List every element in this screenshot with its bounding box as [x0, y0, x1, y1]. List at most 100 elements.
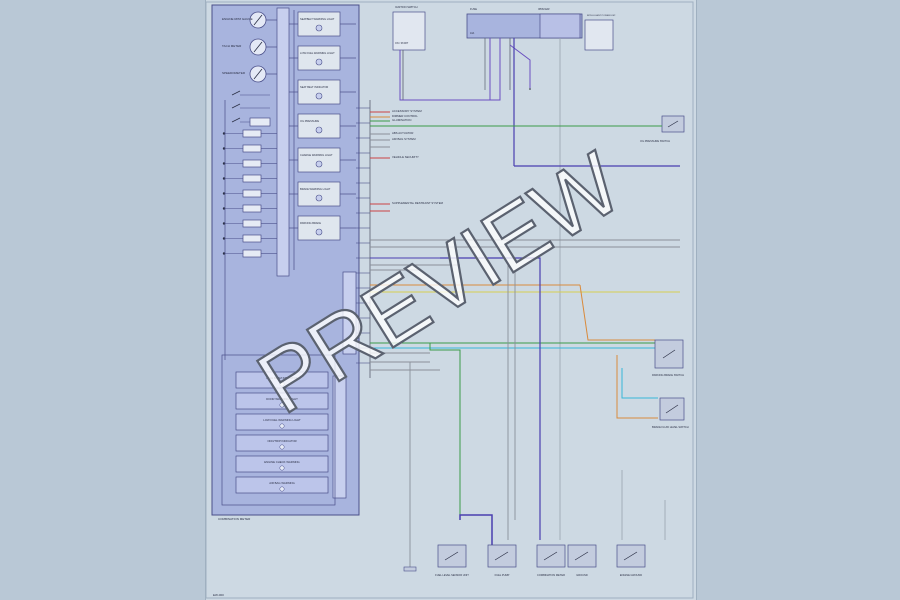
lamp-icon	[279, 402, 285, 408]
meter-block	[297, 113, 341, 139]
gauge-needle	[253, 41, 263, 53]
meter-block	[297, 215, 341, 241]
drop-wire-blue	[440, 257, 541, 540]
meter-block-label: BRAKE WARNING LIGHT	[300, 187, 331, 191]
bottom-device-label: FUEL PUMP	[495, 573, 510, 577]
fuse-label: FUSE	[470, 7, 477, 11]
warning-row-label: DOOR WARNING LIGHT	[266, 397, 298, 401]
right-system-label: ABS ACTUATOR	[392, 131, 413, 135]
right-device-label: PARKING BRAKE SWITCH	[652, 373, 684, 377]
terminal-dot	[222, 207, 226, 210]
meter-block-label: SEATBELT WARNING LIGHT	[300, 17, 335, 21]
meter-block	[297, 45, 341, 71]
meter-block	[297, 147, 341, 173]
meter-block	[297, 79, 341, 105]
footer-code: EW-000	[213, 593, 224, 597]
terminal-dot	[222, 192, 226, 195]
meter-sub-unit	[342, 271, 357, 355]
lamp-icon	[315, 24, 323, 32]
meter-display-unit	[332, 375, 347, 499]
warning-row-box	[235, 455, 329, 473]
switch-box	[242, 159, 262, 168]
terminal-dot	[222, 132, 226, 135]
warning-row-label: AIR BAG WARNING	[269, 481, 295, 485]
warning-row-box	[235, 371, 329, 389]
device-contact	[574, 551, 589, 561]
switch-box	[242, 129, 262, 138]
ipdm-box	[584, 19, 614, 51]
meter-block-label: PARKING BRAKE	[300, 221, 321, 225]
meter-block	[297, 181, 341, 207]
ipdm-sublabel: INTELLIGENT POWER DIST.	[587, 15, 616, 17]
switch-box	[242, 144, 262, 153]
power-wire-loop	[399, 38, 501, 101]
ipdm-label: IPDM E/R	[538, 7, 550, 11]
warning-row-label: ODO/TRIP INDICATOR	[267, 439, 296, 443]
terminal-dot	[222, 162, 226, 165]
switch-contact	[231, 90, 241, 96]
switch-box	[242, 234, 262, 243]
lamp-icon	[315, 58, 323, 66]
device-contact	[623, 551, 638, 561]
switch-box	[242, 174, 262, 183]
cluster-label: COMBINATION METER	[218, 517, 251, 521]
connector-sublabel: ON / START	[395, 42, 409, 45]
switch-box	[242, 204, 262, 213]
device-contact	[494, 551, 509, 561]
switch-contact	[231, 117, 241, 123]
orange-wire	[579, 284, 655, 341]
bottom-device-label: ENGINE GROUND	[620, 573, 642, 577]
lamp-icon	[315, 194, 323, 202]
right-device-label: BRAKE FLUID LEVEL SWITCH	[652, 425, 689, 429]
bottom-device-label: FUEL LEVEL SENSOR UNIT	[435, 573, 469, 577]
right-system-label: ACCESSORY SYSTEM	[392, 109, 422, 113]
warning-row-box	[235, 413, 329, 431]
blue-loop-wire	[459, 514, 493, 545]
terminal-dot	[222, 237, 226, 240]
ipdm-connector	[539, 13, 581, 39]
lamp-icon	[279, 465, 285, 471]
sheet-border	[205, 1, 694, 599]
lamp-icon	[315, 228, 323, 236]
right-system-label: DIMMER CONTROL	[392, 114, 418, 118]
switch-contact	[231, 103, 241, 109]
switch-contact	[667, 120, 679, 128]
warning-row-label: LOW FUEL WARNING LIGHT	[263, 418, 301, 422]
right-device-label: OIL PRESSURE SWITCH	[640, 139, 670, 143]
gauge-needle	[253, 68, 263, 80]
fuse-wire	[509, 44, 531, 90]
lamp-icon	[279, 423, 285, 429]
relay-box	[249, 117, 271, 127]
terminal-dot	[222, 222, 226, 225]
ignition-connector	[392, 11, 426, 51]
switch-box	[242, 219, 262, 228]
warning-row-label: ENGINE CHECK WARNING	[264, 460, 299, 464]
bottom-device-label: GROUND	[576, 573, 588, 577]
switch-box	[242, 249, 262, 258]
switch-contact	[665, 404, 679, 414]
right-system-label: AIR BAG SYSTEM	[392, 137, 416, 141]
right-system-label: VEHICLE SECURITY	[392, 155, 419, 159]
switch-box	[242, 189, 262, 198]
orange-wire	[616, 355, 658, 419]
right-system-label: ILLUMINATION	[392, 118, 411, 122]
fuse-sublabel: 10A	[470, 32, 475, 35]
meter-block-label: SEAT BELT INDICATOR	[300, 85, 328, 89]
connector-end	[403, 566, 417, 572]
terminal-dot	[222, 252, 226, 255]
drop-wire-green	[429, 343, 461, 520]
lamp-icon	[279, 381, 285, 387]
meter-block-label: LOW FUEL WARNING LIGHT	[300, 51, 335, 55]
meter-control-unit	[276, 7, 290, 277]
meter-block-label: OIL PRESSURE	[300, 119, 319, 123]
right-system-label: SUPPLEMENTAL RESTRAINT SYSTEM	[392, 201, 444, 205]
warning-row-box	[235, 434, 329, 452]
lamp-icon	[279, 486, 285, 492]
cyan-wire	[621, 368, 658, 399]
gauge-label: TACH METER	[222, 44, 242, 48]
device-contact	[543, 551, 558, 561]
meter-block-label: CHARGE WARNING LIGHT	[300, 153, 333, 157]
warning-row-label: HIGH BEAM INDICATOR	[266, 376, 298, 380]
